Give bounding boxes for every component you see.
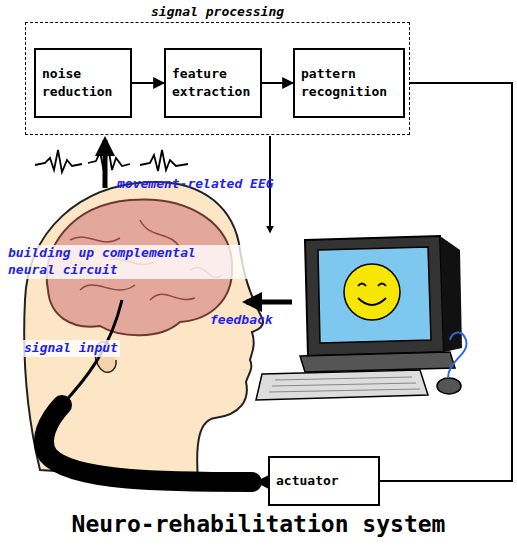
process-box: noise reduction: [34, 48, 132, 118]
box-label: feature extraction: [172, 65, 254, 100]
computer: [256, 236, 466, 400]
annotation-label: signal input: [22, 340, 120, 357]
processing-group: signal processingnoise reductionfeature …: [25, 22, 410, 135]
actuator-arrow: [258, 480, 268, 484]
group-heading: signal processing: [148, 4, 287, 19]
head-outline: [24, 182, 263, 480]
box-label: actuator: [276, 472, 339, 490]
actuator-box: actuator: [268, 456, 380, 506]
box-label: pattern recognition: [301, 65, 397, 100]
connector: [132, 82, 164, 84]
feedback-arrow: [246, 300, 292, 305]
annotation-label: building up complemental neural circuit: [6, 245, 250, 279]
caption: Neuro-rehabilitation system: [0, 511, 517, 537]
process-box: feature extraction: [164, 48, 262, 118]
tube: [44, 405, 252, 482]
eeg-waves: [35, 146, 188, 172]
annotation-label: movement-related EEG: [117, 176, 274, 193]
box-label: noise reduction: [42, 65, 124, 100]
connector: [380, 83, 512, 481]
connector: [262, 82, 293, 84]
process-box: pattern recognition: [293, 48, 405, 118]
annotation-label: feedback: [210, 312, 273, 329]
